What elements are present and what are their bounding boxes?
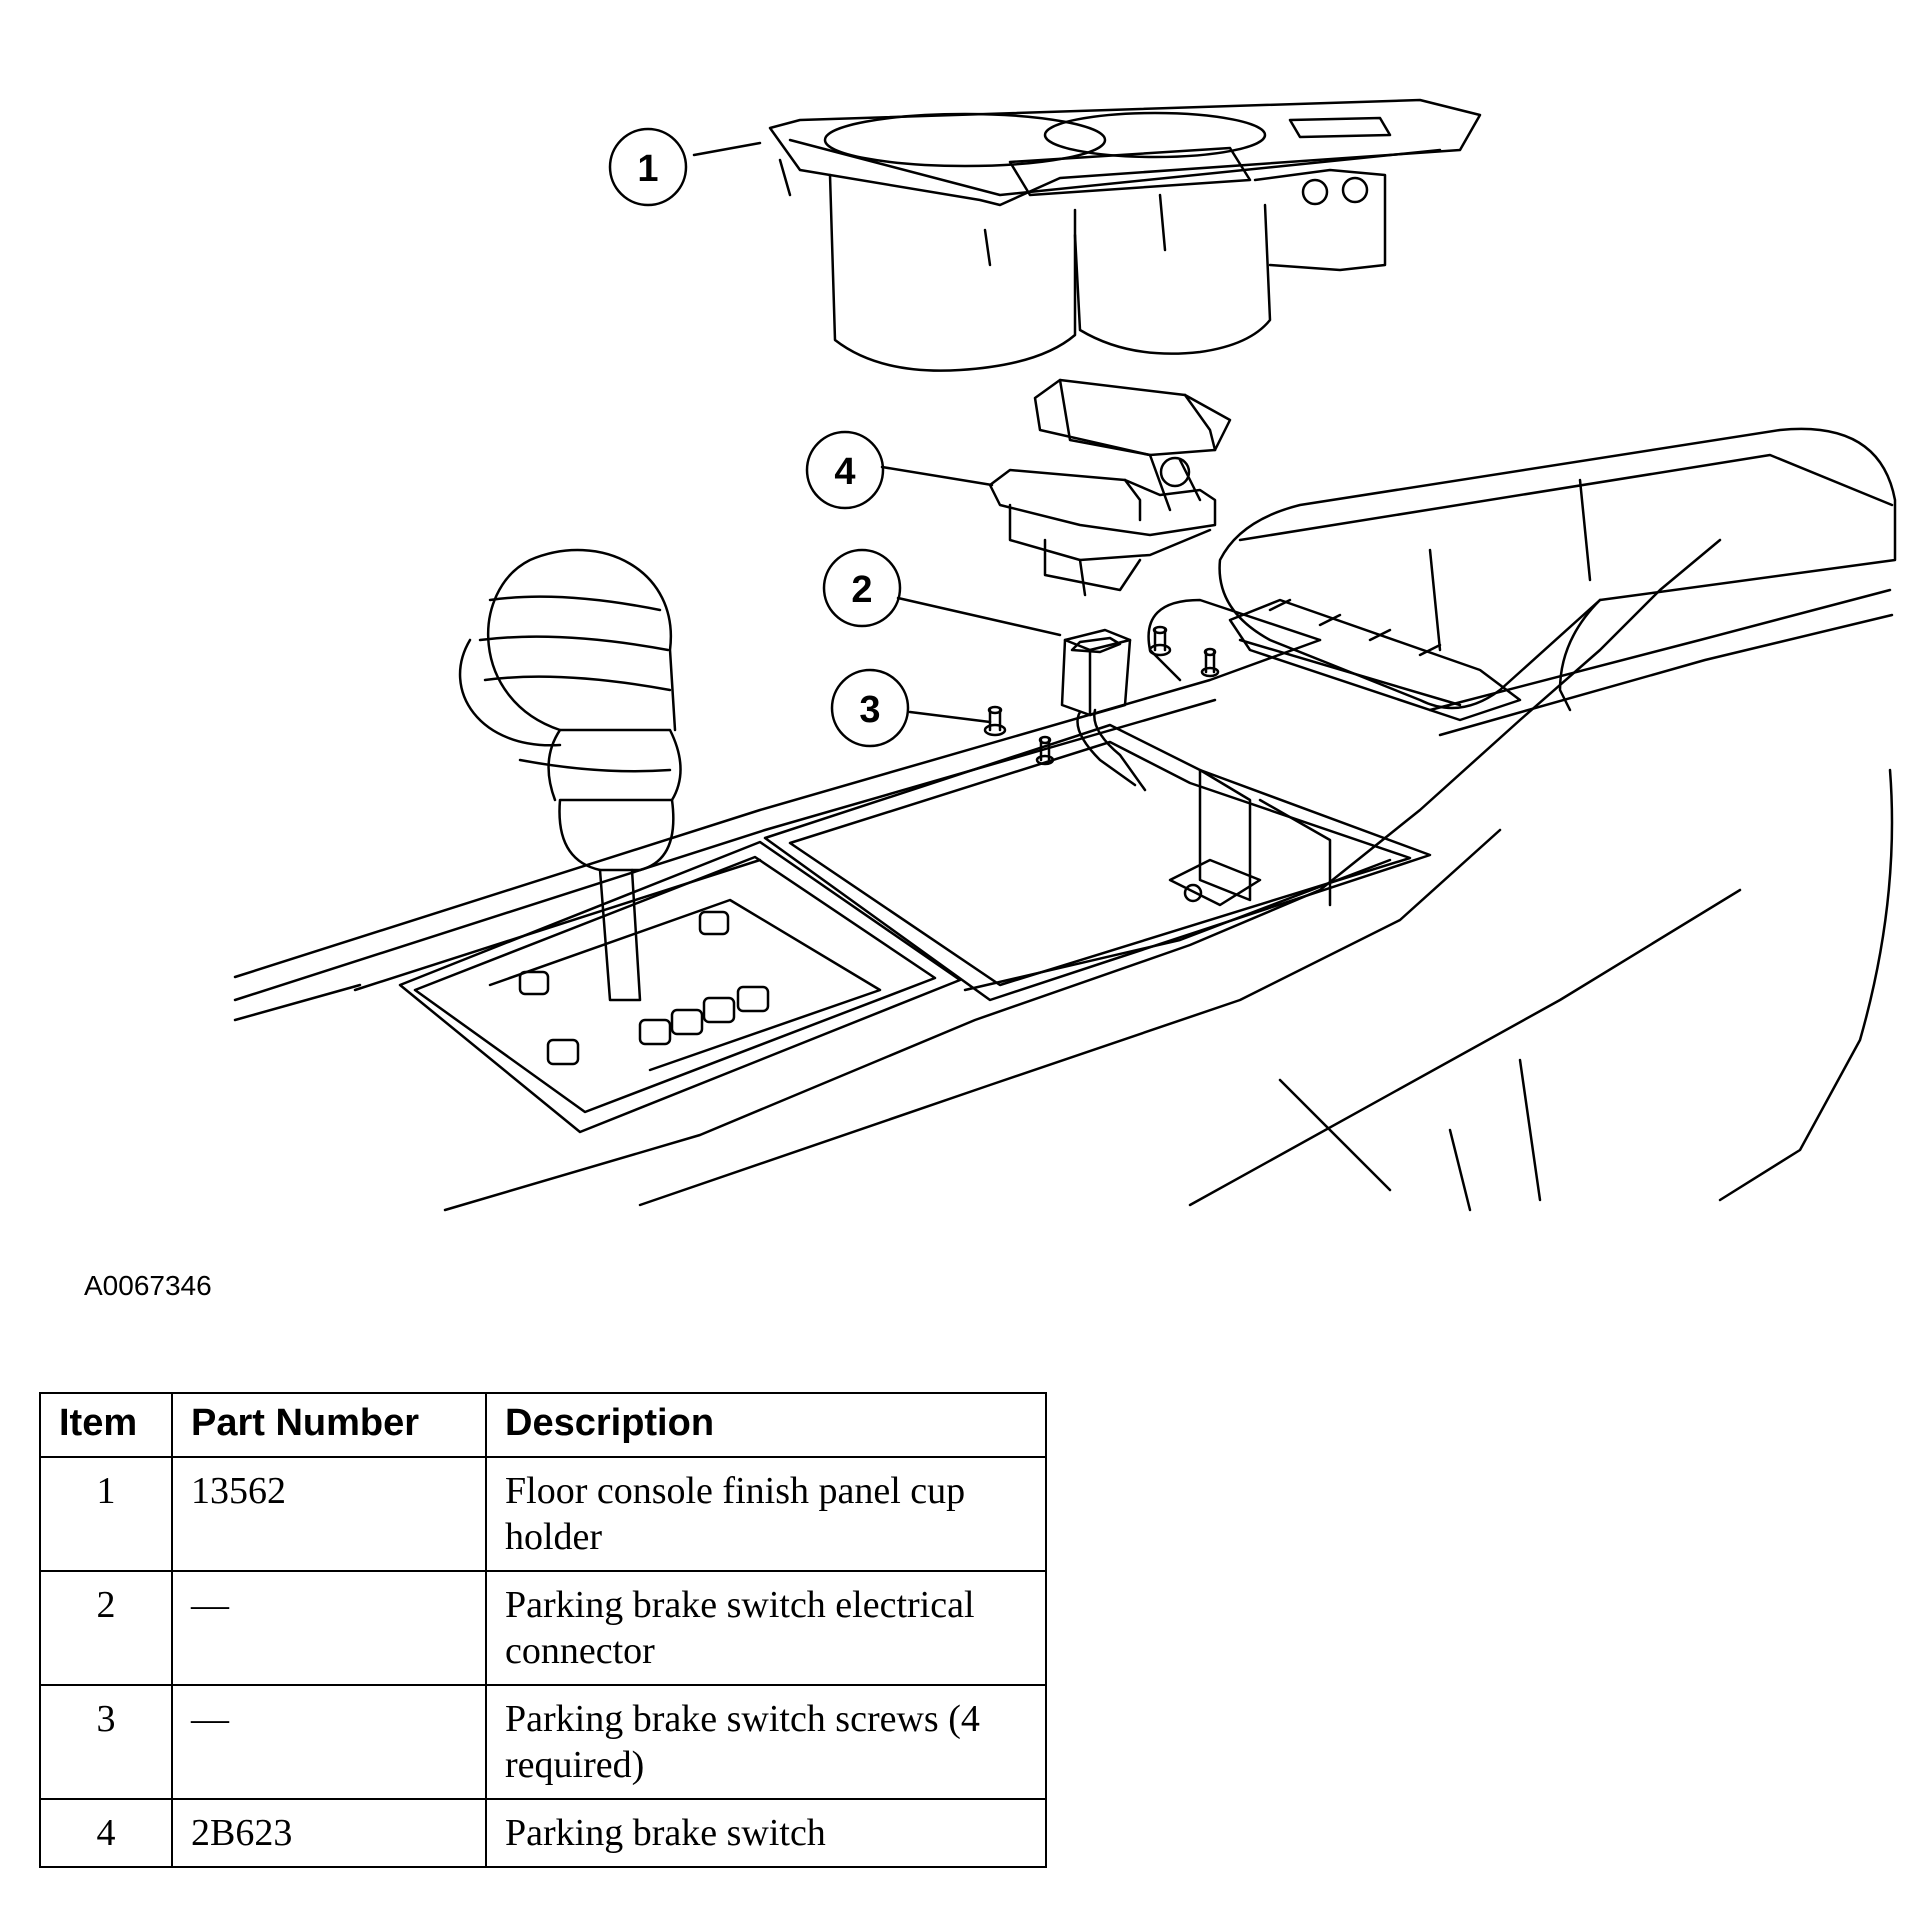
cell-part-number: —: [171, 1570, 487, 1686]
gear-indicators: [518, 910, 770, 1066]
table-header-row: Item Part Number Description: [39, 1392, 1047, 1458]
cell-description: Parking brake switch screws (4 required): [485, 1684, 1047, 1800]
cup-holder-panel: [768, 98, 1482, 372]
cell-part-number: 13562: [171, 1456, 487, 1572]
header-item: Item: [39, 1392, 173, 1458]
figure-id: A0067346: [84, 1270, 212, 1301]
table-row: 3 — Parking brake switch screws (4 requi…: [39, 1684, 1047, 1800]
table-row: 4 2B623 Parking brake switch: [39, 1798, 1047, 1868]
cell-item: 4: [39, 1798, 173, 1868]
callout-1-label: 1: [637, 148, 658, 190]
screws: [983, 625, 1220, 766]
cell-description: Parking brake switch electrical connecto…: [485, 1570, 1047, 1686]
callout-3-label: 3: [859, 689, 880, 731]
callout-3-circle: [830, 668, 910, 748]
callout-2-label: 2: [851, 569, 872, 611]
exploded-view-illustration: 1 4 2 3: [233, 98, 1897, 1212]
callout-4-label: 4: [834, 451, 855, 493]
callout-1-circle: [608, 127, 688, 207]
leader-lines: [692, 141, 1062, 724]
cell-description: Parking brake switch: [485, 1798, 1047, 1868]
cell-part-number: 2B623: [171, 1798, 487, 1868]
floor-console: [233, 427, 1897, 1212]
callout-4-circle: [805, 430, 885, 510]
shift-lever: [458, 548, 682, 1002]
cell-item: 3: [39, 1684, 173, 1800]
cell-part-number: —: [171, 1684, 487, 1800]
callout-2-circle: [822, 548, 902, 628]
parts-table: Item Part Number Description 1 13562 Flo…: [39, 1392, 1047, 1868]
table-row: 1 13562 Floor console finish panel cup h…: [39, 1456, 1047, 1572]
cell-description: Floor console finish panel cup holder: [485, 1456, 1047, 1572]
header-part-number: Part Number: [171, 1392, 487, 1458]
electrical-connector: [1060, 628, 1147, 792]
parking-brake-switch: [988, 378, 1232, 597]
table-row: 2 — Parking brake switch electrical conn…: [39, 1570, 1047, 1686]
cell-item: 2: [39, 1570, 173, 1686]
cell-item: 1: [39, 1456, 173, 1572]
header-description: Description: [485, 1392, 1047, 1458]
